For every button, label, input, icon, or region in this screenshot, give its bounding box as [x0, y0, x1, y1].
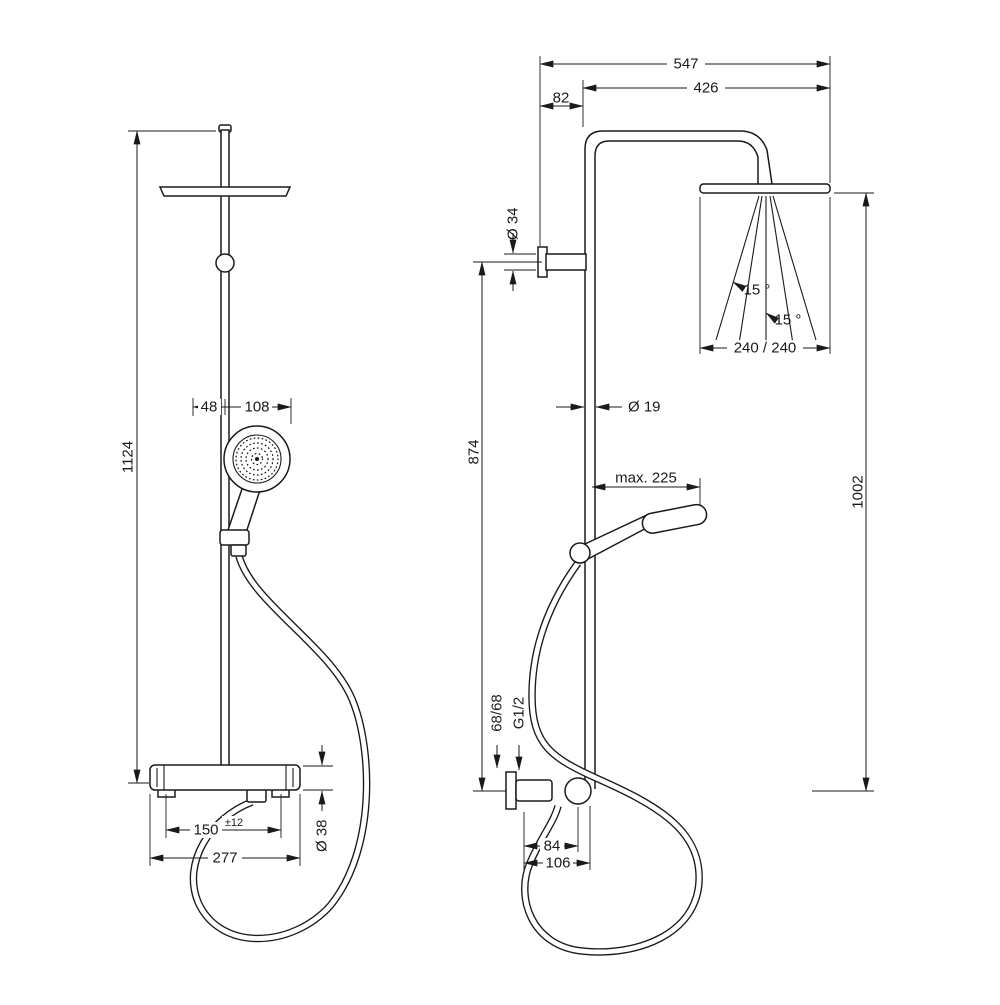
dim-label-426: 426 [693, 80, 718, 97]
wall-outlet [505, 771, 592, 810]
shower-hose-side [521, 560, 703, 956]
dim-label-82: 82 [553, 90, 570, 107]
dim-valve-diameter: Ø 38 [303, 745, 333, 852]
overhead-shower-side [699, 183, 831, 194]
dim-label-max225: max. 225 [615, 470, 677, 487]
bracket-arm [545, 253, 587, 271]
hose-nut [230, 544, 247, 557]
shower-pipe-side [584, 130, 773, 789]
side-view: 15 ° 15 ° 240 / 240 547 426 82 [466, 56, 874, 956]
spray-face [232, 434, 282, 484]
overhead-shower-front [158, 186, 292, 197]
dim-label-874: 874 [466, 439, 483, 464]
dim-label-tolerance: ±12 [225, 817, 243, 829]
dim-spray-reach: 240 / 240 [699, 197, 831, 357]
dim-label-84: 84 [544, 838, 561, 855]
dim-label-106: 106 [545, 855, 570, 872]
dim-bracket-diameter: Ø 34 [504, 207, 536, 291]
dim-label-dia19: Ø 19 [628, 399, 661, 416]
outlet-ball-joint [564, 777, 592, 805]
outlet-elbow [515, 779, 553, 802]
hand-shower-side [569, 503, 708, 564]
dim-total-height: 1124 [120, 130, 216, 784]
shower-hose-front [189, 554, 371, 943]
hose-outlet [246, 788, 267, 803]
dim-label-240-240: 240 / 240 [734, 340, 797, 357]
wall-bracket [537, 246, 587, 278]
overhead-plate [158, 186, 292, 197]
hand-shower-head-side [641, 503, 708, 534]
dim-label-68-68: 68/68 [489, 694, 506, 732]
dim-label-dia34: Ø 34 [505, 207, 522, 240]
dim-handshower-48-108: 48 108 [192, 398, 292, 424]
dim-wall-connection: 68/68 G1/2 [489, 694, 528, 771]
ball-joint-front [215, 253, 235, 273]
hand-shower-handle [227, 485, 261, 537]
spray-cone: 15 ° 15 ° [715, 195, 817, 352]
dim-label-1124: 1124 [120, 441, 137, 473]
outlet-wall-plate [505, 771, 517, 810]
dim-label-dia38: Ø 38 [314, 819, 331, 852]
hand-shower-front [219, 425, 291, 557]
dim-label-angle-right: 15 ° [775, 312, 802, 329]
dim-label-277: 277 [212, 850, 237, 867]
dim-label-547: 547 [673, 56, 698, 73]
dim-label-48: 48 [201, 399, 218, 416]
front-view: 1124 48 108 150 ±12 [120, 124, 371, 943]
thermostat-valve [149, 764, 301, 803]
dim-bracket-height: 874 [466, 261, 542, 792]
dim-label-angle-left: 15 ° [744, 282, 771, 299]
dim-valve-width: 277 [149, 794, 301, 867]
dim-pipe-diameter: Ø 19 [556, 399, 661, 416]
hand-shower-holder [219, 529, 250, 546]
dim-label-108: 108 [244, 399, 269, 416]
dim-label-g12: G1/2 [511, 697, 528, 730]
dim-head-height: 1002 [812, 192, 874, 792]
dim-holder-reach: max. 225 [591, 470, 701, 515]
holder-pivot [569, 542, 591, 564]
valve-body [149, 764, 301, 791]
dim-label-150: 150 [193, 822, 218, 839]
dim-outlet-offsets: 84 106 [523, 806, 591, 872]
dim-valve-centers: 150 ±12 [165, 794, 282, 839]
dim-top-depths: 547 426 82 [539, 56, 831, 246]
dim-label-1002: 1002 [850, 475, 867, 508]
